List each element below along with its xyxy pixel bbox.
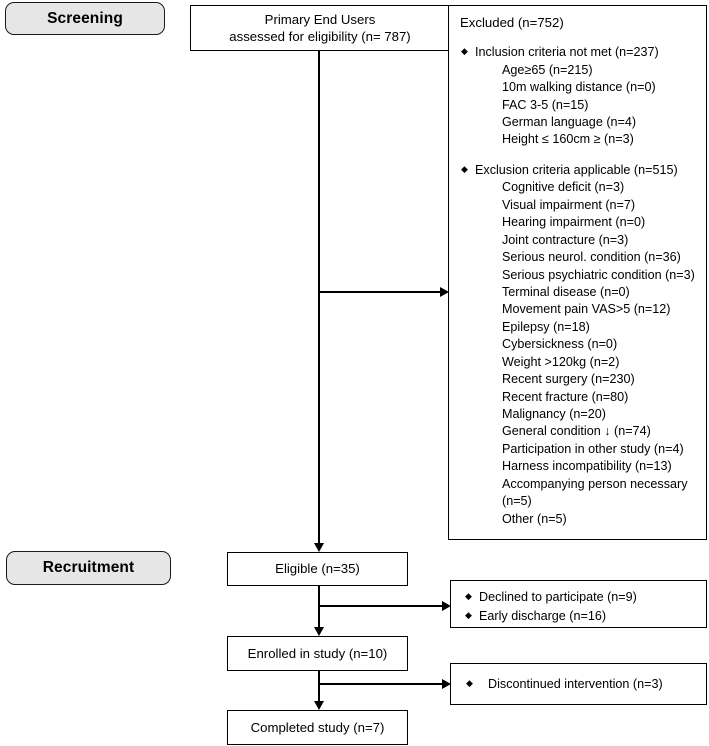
list-item: Participation in other study (n=4): [502, 441, 684, 456]
arrowhead-excluded: [440, 286, 449, 297]
node-completed-study: Completed study (n=7): [227, 710, 408, 745]
node-discontinued: ◆ Discontinued intervention (n=3): [450, 663, 707, 705]
node-eligible-text: Eligible (n=35): [275, 561, 360, 577]
excluded-inclusion-items: Age≥65 (n=215) 10m walking distance (n=0…: [475, 62, 700, 149]
declined-list: ◆ Declined to participate (n=9) ◆ Early …: [462, 589, 700, 626]
list-item: FAC 3-5 (n=15): [502, 97, 589, 112]
list-item: Cybersickness (n=0): [502, 337, 618, 352]
diamond-bullet-icon: ◆: [466, 678, 473, 689]
discontinued-list: ◆ Discontinued intervention (n=3): [462, 676, 663, 693]
arrowhead-discontinued: [442, 678, 451, 689]
declined-item-text: Declined to participate (n=9): [479, 590, 637, 604]
node-excluded: Excluded (n=752) ◆ Inclusion criteria no…: [448, 5, 707, 540]
diamond-bullet-icon: ◆: [461, 46, 468, 57]
node-assessed-line2: assessed for eligibility (n= 787): [229, 29, 411, 44]
discontinued-item-text: Discontinued intervention (n=3): [488, 677, 663, 692]
diamond-bullet-icon: ◆: [461, 163, 468, 174]
list-item: Hearing impairment (n=0): [502, 215, 646, 230]
node-assessed-for-eligibility: Primary End Users assessed for eligibili…: [190, 5, 450, 51]
node-eligible: Eligible (n=35): [227, 552, 408, 586]
arrowhead-eligible: [313, 543, 324, 552]
node-declined: ◆ Declined to participate (n=9) ◆ Early …: [450, 580, 707, 628]
connector-assessed-to-eligible: [318, 51, 320, 543]
list-item: ◆ Discontinued intervention (n=3): [462, 676, 663, 693]
list-item: German language (n=4): [502, 115, 637, 130]
stage-label-recruitment: Recruitment: [6, 551, 171, 585]
diamond-bullet-icon: ◆: [465, 591, 472, 601]
declined-item-text: Early discharge (n=16): [479, 609, 607, 624]
connector-enrolled-to-completed: [318, 671, 320, 701]
list-item: Joint contracture (n=3): [502, 232, 629, 247]
stage-label-screening-text: Screening: [47, 9, 123, 27]
list-item: Epilepsy (n=18): [502, 319, 590, 334]
excluded-group-exclusion-heading: Exclusion criteria applicable (n=515): [475, 162, 678, 177]
list-item: Height ≤ 160cm ≥ (n=3): [502, 132, 634, 147]
arrowhead-declined: [442, 600, 451, 611]
list-item: Age≥65 (n=215): [502, 62, 593, 77]
arrowhead-enrolled: [313, 627, 324, 636]
connector-to-declined: [318, 605, 443, 607]
arrowhead-completed: [313, 701, 324, 710]
node-enrolled-text: Enrolled in study (n=10): [247, 645, 388, 661]
list-item: Recent surgery (n=230): [502, 372, 635, 387]
list-item: Recent fracture (n=80): [502, 389, 629, 404]
stage-label-screening: Screening: [5, 2, 165, 35]
connector-to-discontinued: [318, 683, 443, 685]
list-item: Visual impairment (n=7): [502, 197, 636, 212]
list-item: ◆ Early discharge (n=16): [462, 608, 700, 625]
excluded-exclusion-items: Cognitive deficit (n=3) Visual impairmen…: [475, 179, 700, 528]
node-enrolled-in-study: Enrolled in study (n=10): [227, 636, 408, 671]
list-item: Serious psychiatric condition (n=3): [502, 267, 695, 282]
stage-label-recruitment-text: Recruitment: [42, 559, 135, 576]
excluded-group-inclusion-heading: Inclusion criteria not met (n=237): [475, 45, 659, 60]
diamond-bullet-icon: ◆: [465, 610, 472, 621]
list-item: Harness incompatibility (n=13): [502, 459, 672, 474]
list-item: Terminal disease (n=0): [502, 284, 630, 299]
node-assessed-line1: Primary End Users: [264, 11, 376, 27]
list-item: ◆ Declined to participate (n=9): [462, 589, 700, 606]
list-item: General condition ↓ (n=74): [502, 424, 651, 439]
list-item: Movement pain VAS>5 (n=12): [502, 302, 671, 317]
list-item: Malignancy (n=20): [502, 407, 606, 422]
list-item: 10m walking distance (n=0): [502, 80, 656, 95]
list-item: Other (n=5): [502, 511, 567, 526]
list-item: Cognitive deficit (n=3): [502, 180, 625, 195]
excluded-group-inclusion: ◆ Inclusion criteria not met (n=237) Age…: [460, 44, 700, 149]
excluded-title: Excluded (n=752): [460, 15, 564, 30]
list-item: Weight >120kg (n=2): [502, 354, 620, 369]
excluded-group-exclusion: ◆ Exclusion criteria applicable (n=515) …: [460, 162, 700, 528]
list-item: Accompanying person necessary (n=5): [502, 476, 688, 509]
list-item: Serious neurol. condition (n=36): [502, 250, 681, 265]
node-completed-text: Completed study (n=7): [250, 719, 385, 735]
excluded-group-list: ◆ Inclusion criteria not met (n=237) Age…: [460, 44, 700, 528]
connector-to-excluded: [318, 291, 441, 293]
